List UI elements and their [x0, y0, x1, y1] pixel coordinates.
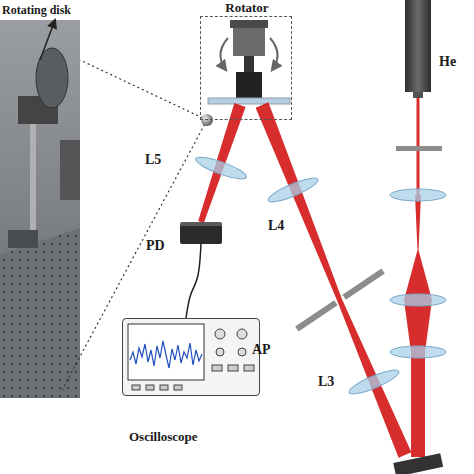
motor-shaft [244, 56, 254, 72]
lens [390, 294, 446, 306]
scope-button [228, 365, 238, 371]
node-label: Rotator [201, 0, 293, 16]
node-label: PD [146, 238, 165, 254]
lens [347, 366, 401, 398]
scope-knob [215, 329, 225, 339]
aperture-blade [342, 268, 384, 299]
scope-knob [237, 329, 247, 339]
rotator-box: Rotator [200, 16, 292, 120]
component-label: AP [252, 342, 271, 358]
beam [404, 250, 432, 300]
lens [266, 174, 320, 206]
beam [404, 300, 432, 352]
lens [390, 189, 446, 201]
optical-table [0, 228, 80, 398]
zoom-line [62, 120, 207, 390]
beam [256, 102, 412, 457]
laser-nose [413, 92, 423, 98]
component-label: L4 [268, 218, 284, 234]
disk-plate [208, 98, 290, 104]
oscilloscope: Oscilloscope [122, 318, 260, 396]
beam [411, 352, 425, 457]
photo-caption: Rotating disk [2, 2, 71, 18]
scope-button [174, 385, 182, 390]
aperture-blade [295, 300, 337, 331]
table-holes [0, 228, 80, 398]
filter-plate [396, 146, 442, 151]
mirror-body [393, 453, 443, 474]
setup-photo [0, 20, 80, 398]
signal-cable [186, 244, 201, 318]
oscilloscope-drawing [122, 318, 260, 396]
photo-panel [0, 20, 80, 398]
scope-button [212, 365, 222, 371]
mirror [393, 453, 443, 474]
scope-button [132, 385, 140, 390]
component-label: L5 [145, 152, 161, 168]
beam [415, 195, 421, 250]
post [30, 120, 36, 245]
scope-signal [130, 341, 202, 368]
scope-button [160, 385, 168, 390]
stage-part [60, 140, 80, 200]
lens [390, 346, 446, 358]
aperture [295, 268, 385, 331]
rotator-assembly [208, 20, 290, 104]
scope-screen [128, 324, 204, 380]
node-label: Oscilloscope [129, 429, 198, 445]
disk-holder [236, 72, 262, 98]
photodetector: PD [180, 222, 222, 244]
lens [194, 153, 249, 183]
laser-source: He [405, 0, 431, 92]
scope-knob [216, 348, 224, 356]
scope-button [244, 365, 254, 371]
scope-knob [238, 348, 246, 356]
zoom-line [80, 60, 207, 120]
rotation-arrow [220, 38, 228, 70]
scope-body [122, 318, 260, 396]
component-label: L3 [318, 374, 334, 390]
motor-cap [230, 20, 268, 28]
rotation-arrow [270, 38, 278, 70]
post-base [8, 230, 38, 248]
zoom-marker [201, 114, 213, 126]
scope-button [146, 385, 154, 390]
pointer-arrow [40, 20, 55, 60]
node-label: He [439, 54, 456, 70]
